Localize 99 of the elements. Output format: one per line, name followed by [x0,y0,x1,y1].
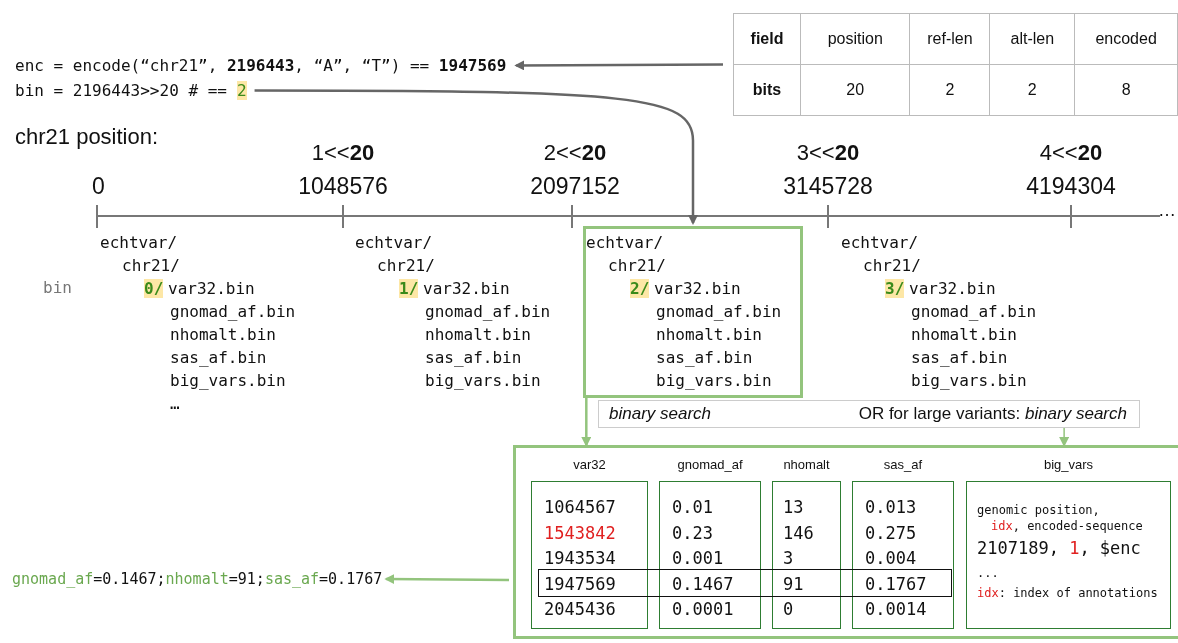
value-text: 0.013 [865,497,917,517]
file-name: big_vars.bin [656,371,772,390]
arrow [1059,427,1070,447]
file-name: sas_af.bin [656,348,753,367]
bin-number: 0/ [144,279,164,298]
note-text: genomic position, idx, encoded-sequence [977,502,1143,534]
file-name: gnomad_af.bin [425,302,551,321]
value-text: 0.01 [672,497,713,517]
code-line: bin = 2196443>>20 # == [15,81,227,100]
table-cell: 8 [1074,64,1178,116]
value-text: 1064567 [544,497,616,517]
ellipsis: … [1158,200,1176,221]
folder-name: echtvar/ [841,233,919,252]
tick-label: 3145728 [783,173,873,200]
folder-name: chr21/ [608,256,666,275]
value-text: 91 [783,573,804,594]
arrow [254,89,698,225]
value-text: 0.1467 [672,573,734,594]
value-text: 0.23 [672,522,713,543]
arrow [581,398,592,447]
folder-name: chr21/ [863,256,921,275]
note-text: OR for large variants: binary search [858,404,1127,424]
value-text: 0.004 [865,548,917,568]
table-cell: position [800,13,910,65]
value-text: 13 [783,497,804,517]
data-panel [513,445,1178,639]
value-text: 1943534 [544,548,616,568]
file-name: big_vars.bin [911,371,1027,390]
column-header: gnomad_af [676,457,744,472]
tick-label: 3<<20 [796,140,860,166]
folder-name: echtvar/ [355,233,433,252]
tick-label: 1048576 [298,173,388,200]
note-text: 2107189, 1, $enc [977,538,1141,558]
column-header: var32 [572,457,607,472]
file-name: nhomalt.bin [425,325,531,344]
column-header: nhomalt [782,457,831,472]
file-name: big_vars.bin [425,371,541,390]
file-name: var32.bin [168,279,255,298]
tick-label: 4194304 [1026,173,1116,200]
arrow [384,574,509,585]
value-text: 0.1767 [865,573,927,594]
table-cell: 20 [800,64,910,116]
note-text: binary search [609,404,712,424]
file-name: sas_af.bin [911,348,1008,367]
file-name: nhomalt.bin [656,325,762,344]
table-cell: bits [733,64,801,116]
folder-name: chr21/ [122,256,180,275]
file-name: sas_af.bin [425,348,522,367]
bin-number: 2 [236,81,247,100]
column-header: big_vars [1042,457,1095,472]
tick-label: 2097152 [530,173,620,200]
value-text: 0 [783,599,794,619]
axis-title: chr21 position: [15,124,159,150]
folder-name: echtvar/ [586,233,664,252]
note-text: ... [977,566,999,580]
file-name: var32.bin [909,279,996,298]
table-cell: ref-len [909,13,990,65]
value-text: 1543842 [544,522,616,543]
bin-number: 3/ [885,279,905,298]
note-text: idx: index of annotations [977,586,1158,600]
folder-name: echtvar/ [100,233,178,252]
output-text: gnomad_af=0.1467;nhomalt=91;sas_af=0.1767 [12,570,383,588]
table-cell: 2 [989,64,1075,116]
value-text: 1947569 [544,573,616,594]
tick-label: 0 [92,173,105,200]
file-name: big_vars.bin [170,371,286,390]
bin-number: 1/ [399,279,419,298]
arrow [514,60,723,71]
table-cell: field [733,13,801,65]
column-header: sas_af [882,457,924,472]
tick-label: 4<<20 [1039,140,1103,166]
bin-number: 2/ [630,279,650,298]
file-name: gnomad_af.bin [170,302,296,321]
table-cell: encoded [1074,13,1178,65]
value-text: 0.275 [865,522,917,543]
row-label: bin [43,278,72,297]
note-band [598,400,1140,428]
value-text: 146 [783,522,814,543]
value-text: 2045436 [544,599,616,619]
tick-label: 1<<20 [311,140,375,166]
value-text: 0.0001 [672,599,734,619]
file-name: gnomad_af.bin [656,302,782,321]
file-name: var32.bin [654,279,741,298]
file-name: nhomalt.bin [911,325,1017,344]
folder-name: chr21/ [377,256,435,275]
file-name: gnomad_af.bin [911,302,1037,321]
value-text: 3 [783,548,794,568]
file-name: nhomalt.bin [170,325,276,344]
ellipsis: … [170,394,180,413]
highlight-frame [583,226,803,398]
file-name: var32.bin [423,279,510,298]
value-text: 0.001 [672,548,724,568]
table-cell: 2 [909,64,990,116]
value-text: 0.0014 [865,599,927,619]
tick-label: 2<<20 [543,140,607,166]
code-line: enc = encode(“chr21”, 2196443, “A”, “T”) == 1947569 [15,56,507,75]
table-cell: alt-len [989,13,1075,65]
bit-table [733,13,1178,116]
file-name: sas_af.bin [170,348,267,367]
